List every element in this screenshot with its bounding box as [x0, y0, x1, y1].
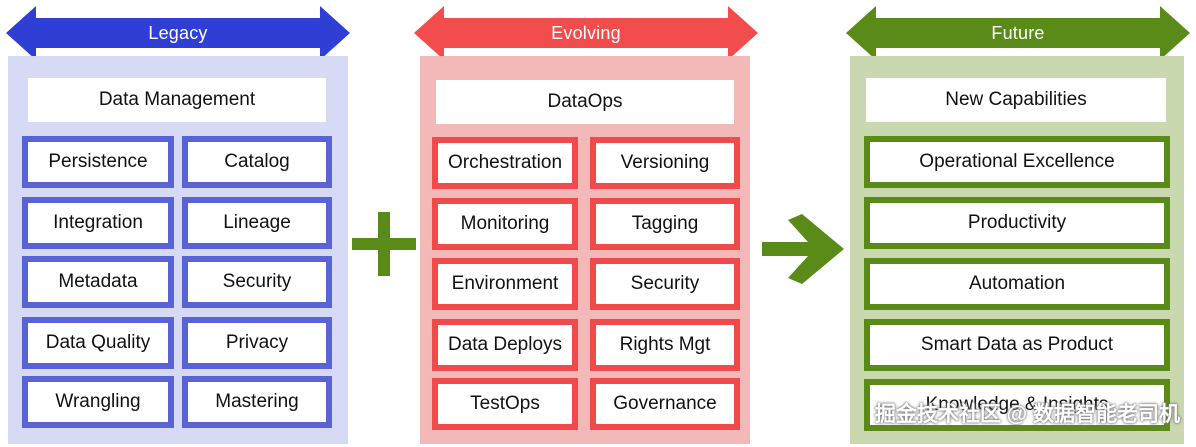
cell-metadata: Metadata [22, 256, 174, 308]
cell-lineage: Lineage [182, 197, 332, 249]
cell-privacy: Privacy [182, 317, 332, 369]
cell-catalog: Catalog [182, 136, 332, 188]
cell-orchestration: Orchestration [432, 137, 578, 189]
cell-operational-excellence: Operational Excellence [864, 136, 1170, 188]
cell-automation: Automation [864, 258, 1170, 310]
plus-icon [352, 212, 416, 276]
cell-versioning: Versioning [590, 137, 740, 189]
cell-smart-data-as-product: Smart Data as Product [864, 319, 1170, 371]
right-arrow-icon [762, 214, 844, 284]
cell-tagging: Tagging [590, 198, 740, 250]
evolving-label: Evolving [551, 22, 621, 43]
cell-security-dataops: Security [590, 258, 740, 310]
cell-data-quality: Data Quality [22, 317, 174, 369]
future-panel: New Capabilities Operational Excellence … [850, 56, 1184, 444]
future-label: Future [991, 22, 1045, 43]
double-arrow-icon [6, 6, 350, 60]
cell-governance: Governance [590, 378, 740, 430]
new-capabilities-header: New Capabilities [866, 78, 1166, 122]
evolving-panel: DataOps Orchestration Versioning Monitor… [420, 56, 750, 444]
dataops-header: DataOps [436, 80, 734, 124]
future-arrow: Future [846, 6, 1190, 60]
cell-environment: Environment [432, 258, 578, 310]
data-management-header: Data Management [28, 78, 326, 122]
cell-mastering: Mastering [182, 376, 332, 428]
cell-data-deploys: Data Deploys [432, 319, 578, 371]
cell-testops: TestOps [432, 378, 578, 430]
legacy-panel: Data Management Persistence Catalog Inte… [8, 56, 348, 444]
cell-monitoring: Monitoring [432, 198, 578, 250]
double-arrow-icon [846, 6, 1190, 60]
evolving-arrow: Evolving [414, 6, 758, 60]
legacy-arrow: Legacy [6, 6, 350, 60]
cell-productivity: Productivity [864, 197, 1170, 249]
watermark: 掘金技术社区 @ 数据智能老司机 [874, 403, 1180, 426]
cell-rights-mgt: Rights Mgt [590, 319, 740, 371]
cell-integration: Integration [22, 197, 174, 249]
cell-persistence: Persistence [22, 136, 174, 188]
cell-wrangling: Wrangling [22, 376, 174, 428]
double-arrow-icon [414, 6, 758, 60]
cell-security: Security [182, 256, 332, 308]
legacy-label: Legacy [148, 22, 208, 43]
cell-knowledge-insights: Knowledge & Insights [864, 379, 1170, 431]
